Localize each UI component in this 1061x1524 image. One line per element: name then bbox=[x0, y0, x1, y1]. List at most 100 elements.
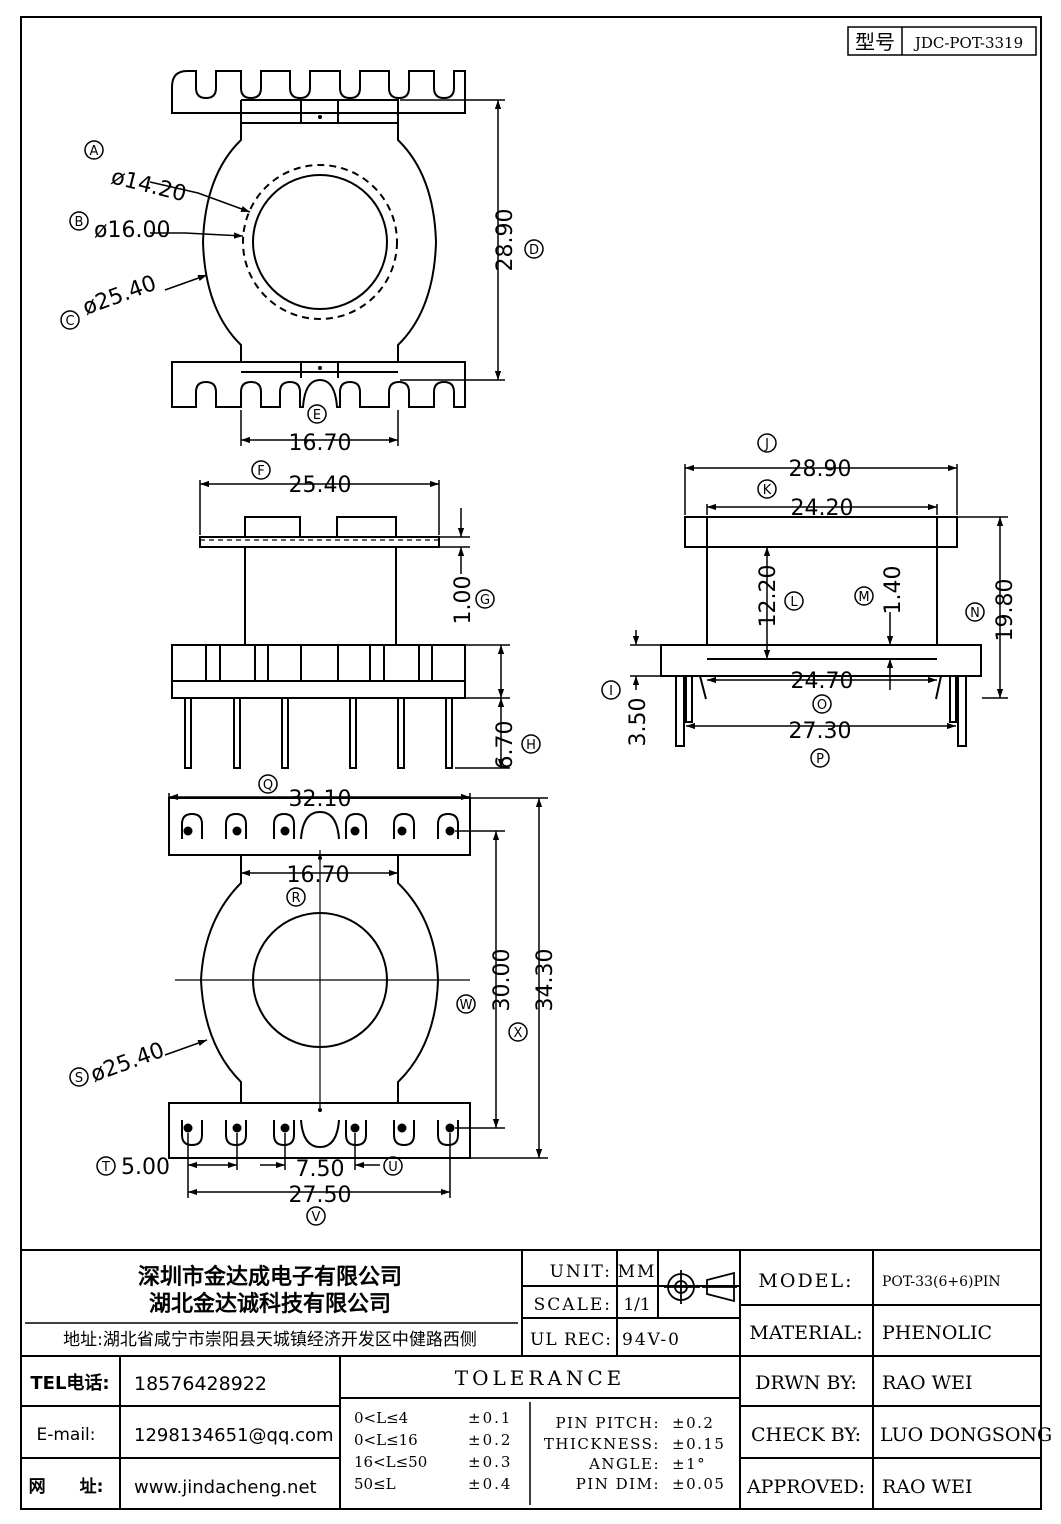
top-flange-lower bbox=[171, 361, 466, 408]
ulrec-label: UL REC: bbox=[530, 1330, 612, 1350]
dim-letter-X: X bbox=[514, 1026, 523, 1041]
dim-letter-E: E bbox=[313, 408, 321, 423]
front-view bbox=[171, 516, 466, 769]
scale-label: SCALE: bbox=[534, 1295, 612, 1315]
spec-value-4: ±0.05 bbox=[672, 1475, 725, 1493]
dim-value-D: 28.90 bbox=[493, 209, 518, 272]
approved-label: APPROVED: bbox=[746, 1476, 865, 1498]
tol-range-2: 0<L≤16 bbox=[354, 1431, 418, 1449]
drawn-by-label: DRWN BY: bbox=[755, 1372, 857, 1394]
dim-value-L: 12.20 bbox=[756, 565, 781, 628]
dim-letter-R: R bbox=[291, 891, 300, 906]
dim-letter-T: T bbox=[101, 1160, 110, 1175]
tel-label: TEL电话: bbox=[30, 1372, 109, 1394]
spec-value-1: ±0.2 bbox=[672, 1414, 714, 1432]
dim-letter-U: U bbox=[388, 1160, 398, 1175]
spec-value-3: ±1° bbox=[672, 1455, 706, 1473]
model-value: POT-33(6+6)PIN bbox=[882, 1274, 1001, 1290]
dim-value-B: ø16.00 bbox=[94, 218, 170, 243]
drawn-by-value: RAO WEI bbox=[882, 1372, 973, 1394]
model-code-label: 型号 bbox=[855, 30, 895, 54]
dim-value-C: ø25.40 bbox=[80, 271, 160, 321]
front-bottom-flange bbox=[171, 644, 466, 682]
bottom-body-right bbox=[397, 855, 440, 1103]
company-address: 地址:湖北省咸宁市崇阳县天城镇经济开发区中健路西侧 bbox=[63, 1330, 477, 1350]
projection-symbol bbox=[664, 1270, 737, 1304]
dim-value-S: ø25.40 bbox=[88, 1038, 168, 1088]
front-pin-5 bbox=[397, 697, 405, 769]
dim-letter-C: C bbox=[65, 314, 74, 329]
tol-range-1: 0<L≤4 bbox=[354, 1409, 408, 1427]
dim-letter-P: P bbox=[816, 752, 824, 767]
front-pin-4 bbox=[349, 697, 357, 769]
top-view bbox=[171, 70, 466, 408]
leader-C bbox=[164, 274, 208, 291]
dim-value-T: 5.00 bbox=[121, 1155, 170, 1180]
tol-value-3: ±0.3 bbox=[468, 1453, 512, 1471]
dim-letter-O: O bbox=[817, 698, 827, 713]
model-label: MODEL: bbox=[758, 1270, 853, 1292]
front-pin-6 bbox=[445, 697, 453, 769]
dim-letter-D: D bbox=[529, 243, 539, 258]
dim-value-N: 19.80 bbox=[993, 579, 1018, 642]
dim-letter-W: W bbox=[460, 998, 473, 1013]
check-by-value: LUO DONGSONG bbox=[880, 1424, 1052, 1446]
dim-value-F: 25.40 bbox=[289, 473, 352, 498]
bottom-lower-flange bbox=[168, 1102, 471, 1159]
tol-value-4: ±0.4 bbox=[468, 1475, 512, 1493]
dim-value-J: 28.90 bbox=[789, 457, 852, 482]
dim-letter-F: F bbox=[257, 464, 264, 479]
tel-value: 18576428922 bbox=[134, 1373, 267, 1395]
approved-value: RAO WEI bbox=[882, 1476, 973, 1498]
leader-B bbox=[150, 232, 244, 239]
dim-letter-I: I bbox=[609, 684, 613, 699]
side-bottom-flange bbox=[660, 644, 982, 677]
front-pin-1 bbox=[184, 697, 192, 769]
dim-value-U: 7.50 bbox=[296, 1157, 345, 1182]
check-by-label: CHECK BY: bbox=[751, 1424, 861, 1446]
dim-letter-K: K bbox=[763, 483, 772, 498]
tol-range-3: 16<L≤50 bbox=[354, 1453, 427, 1471]
dim-value-P: 27.30 bbox=[789, 719, 852, 744]
dim-letter-S: S bbox=[75, 1071, 83, 1086]
model-code-value: JDC-POT-3319 bbox=[913, 34, 1023, 52]
tol-value-1: ±0.1 bbox=[468, 1409, 512, 1427]
company-name-2: 湖北金达诚科技有限公司 bbox=[149, 1291, 391, 1317]
side-view bbox=[660, 516, 982, 747]
dim-value-V: 27.50 bbox=[289, 1183, 352, 1208]
dim-value-K: 24.20 bbox=[791, 496, 854, 521]
dim-letter-B: B bbox=[75, 215, 84, 230]
ulrec-value: 94V-0 bbox=[622, 1330, 681, 1350]
side-pin-left bbox=[675, 675, 685, 747]
dim-value-R: 16.70 bbox=[287, 863, 350, 888]
scale-value: 1/1 bbox=[623, 1295, 650, 1315]
spec-label-4: PIN DIM: bbox=[576, 1475, 660, 1493]
dim-value-O: 24.70 bbox=[791, 669, 854, 694]
company-name-1: 深圳市金达成电子有限公司 bbox=[138, 1264, 402, 1290]
dim-value-G: 1.00 bbox=[451, 576, 476, 625]
top-flange-upper bbox=[171, 70, 466, 114]
dim-value-X: 34.30 bbox=[533, 949, 558, 1012]
dim-value-A: ø14.20 bbox=[109, 165, 189, 208]
bottom-pin-dots bbox=[183, 826, 455, 1133]
spec-label-3: ANGLE: bbox=[588, 1455, 660, 1473]
title-block bbox=[21, 1249, 1041, 1509]
drawing-border bbox=[20, 16, 1042, 1510]
dim-value-I: 3.50 bbox=[626, 698, 651, 747]
front-pin-2 bbox=[233, 697, 241, 769]
dim-letter-Q: Q bbox=[263, 778, 273, 793]
email-label: E-mail: bbox=[36, 1425, 95, 1445]
side-pin-right bbox=[957, 675, 967, 747]
leader-S bbox=[164, 1039, 208, 1056]
tolerance-title: TOLERANCE bbox=[455, 1366, 626, 1390]
dim-letter-V: V bbox=[312, 1210, 321, 1225]
leader-A bbox=[149, 181, 251, 213]
dim-letter-A: A bbox=[90, 144, 99, 159]
dim-value-H: 6.70 bbox=[493, 721, 518, 770]
material-value: PHENOLIC bbox=[882, 1322, 992, 1344]
unit-label: UNIT: bbox=[550, 1262, 612, 1282]
front-top-flange bbox=[199, 536, 440, 548]
unit-value: MM bbox=[618, 1262, 657, 1282]
tol-value-2: ±0.2 bbox=[468, 1431, 512, 1449]
